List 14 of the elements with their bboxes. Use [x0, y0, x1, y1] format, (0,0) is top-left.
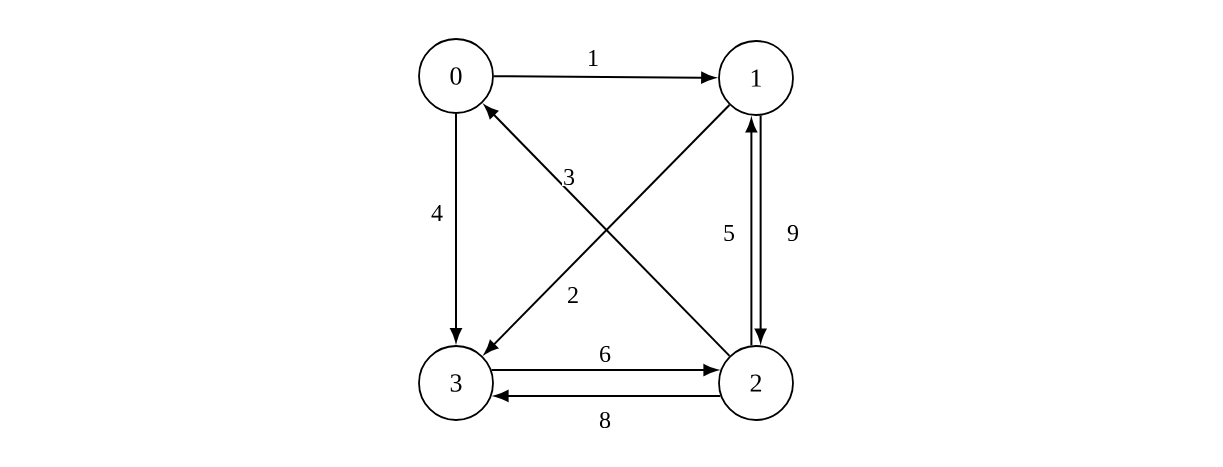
edge-label: 5 — [722, 224, 736, 242]
edge-label: 3 — [562, 167, 576, 187]
arrow — [490, 364, 718, 376]
edge-label: 6 — [598, 344, 612, 364]
edge-label: 9 — [786, 223, 800, 243]
edge-label: 8 — [598, 410, 612, 430]
edge-label: 1 — [586, 49, 600, 67]
arrow — [745, 118, 758, 347]
arrow — [492, 71, 716, 84]
edge-label: 4 — [430, 204, 444, 222]
arrow — [494, 390, 722, 402]
arrow — [450, 112, 462, 343]
arrow — [754, 114, 767, 343]
edge-label: 2 — [566, 286, 580, 304]
